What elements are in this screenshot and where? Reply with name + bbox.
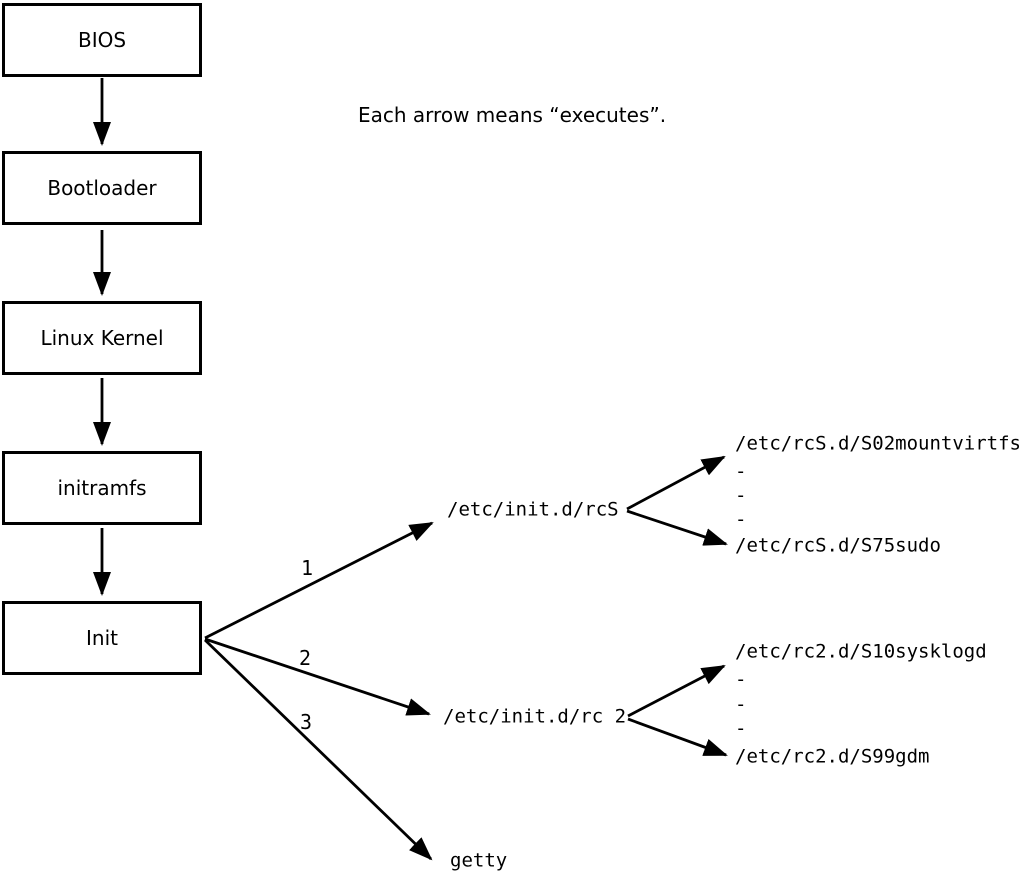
rc2-ellipsis-dash: - — [735, 693, 747, 716]
diagram-caption: Each arrow means “executes”. — [358, 103, 667, 127]
rcS-script-last: /etc/rcS.d/S75sudo — [735, 534, 941, 557]
branch-target-rc2: /etc/init.d/rc 2 — [443, 705, 627, 728]
rcS-script-first: /etc/rcS.d/S02mountvirtfs — [735, 432, 1021, 455]
flow-box-init-label: Init — [86, 626, 118, 650]
flow-box-initramfs-label: initramfs — [57, 476, 147, 500]
rc2-ellipsis-dash: - — [735, 668, 747, 691]
branch-target-getty: getty — [450, 849, 508, 872]
flow-box-linux-kernel-label: Linux Kernel — [40, 326, 164, 350]
arrow-init-to-getty — [204, 638, 433, 861]
arrow-init-to-rcS — [204, 521, 434, 640]
arrow-init-to-rc2 — [204, 637, 431, 716]
arrow-rc2-to-last-script — [627, 717, 728, 757]
arrow-rcS-to-last-script — [626, 509, 728, 546]
rc2-script-first: /etc/rc2.d/S10sysklogd — [735, 640, 987, 663]
branch-order-2: 2 — [298, 646, 312, 670]
rcS-ellipsis-dash: - — [735, 460, 747, 483]
rc2-ellipsis-dash: - — [735, 717, 747, 740]
branch-order-1: 1 — [300, 556, 314, 580]
rcS-ellipsis-dash: - — [735, 508, 747, 531]
flow-box-initramfs: initramfs — [2, 451, 202, 525]
branch-order-3: 3 — [299, 710, 313, 734]
flow-box-bios: BIOS — [2, 3, 202, 77]
flow-box-init: Init — [2, 601, 202, 675]
arrow-rcS-to-first-script — [626, 455, 726, 511]
arrow-rc2-to-first-script — [627, 664, 726, 718]
branch-target-rcS: /etc/init.d/rcS — [447, 498, 619, 521]
rc2-script-last: /etc/rc2.d/S99gdm — [735, 745, 930, 768]
flow-box-bios-label: BIOS — [77, 28, 127, 52]
rcS-ellipsis-dash: - — [735, 484, 747, 507]
flow-box-bootloader: Bootloader — [2, 151, 202, 225]
flow-box-linux-kernel: Linux Kernel — [2, 301, 202, 375]
flow-box-bootloader-label: Bootloader — [47, 176, 157, 200]
